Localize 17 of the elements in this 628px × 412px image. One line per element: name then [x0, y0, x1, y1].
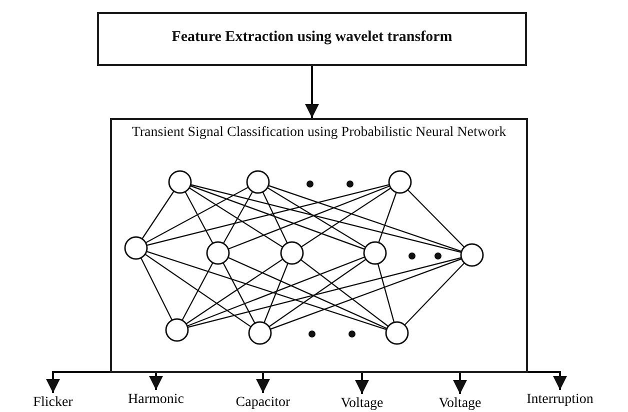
box-title: Feature Extraction using wavelet transform [170, 28, 454, 47]
arrow [528, 371, 567, 390]
output-label: Interruption [515, 391, 605, 409]
arrow [149, 373, 163, 390]
output-label: Voltage [322, 395, 402, 412]
arrow [453, 373, 467, 394]
output-label: Voltage [420, 395, 500, 412]
output-label: Flicker [18, 394, 88, 412]
arrow [305, 66, 319, 118]
process-box [110, 118, 528, 373]
arrow [46, 371, 110, 393]
box-title: Transient Signal Classification using Probabilistic Neural Network [130, 124, 508, 142]
process-box [97, 12, 527, 66]
output-label: Capacitor [223, 394, 303, 412]
output-label: Harmonic [116, 391, 196, 409]
arrow [256, 373, 270, 393]
arrow [355, 373, 369, 394]
